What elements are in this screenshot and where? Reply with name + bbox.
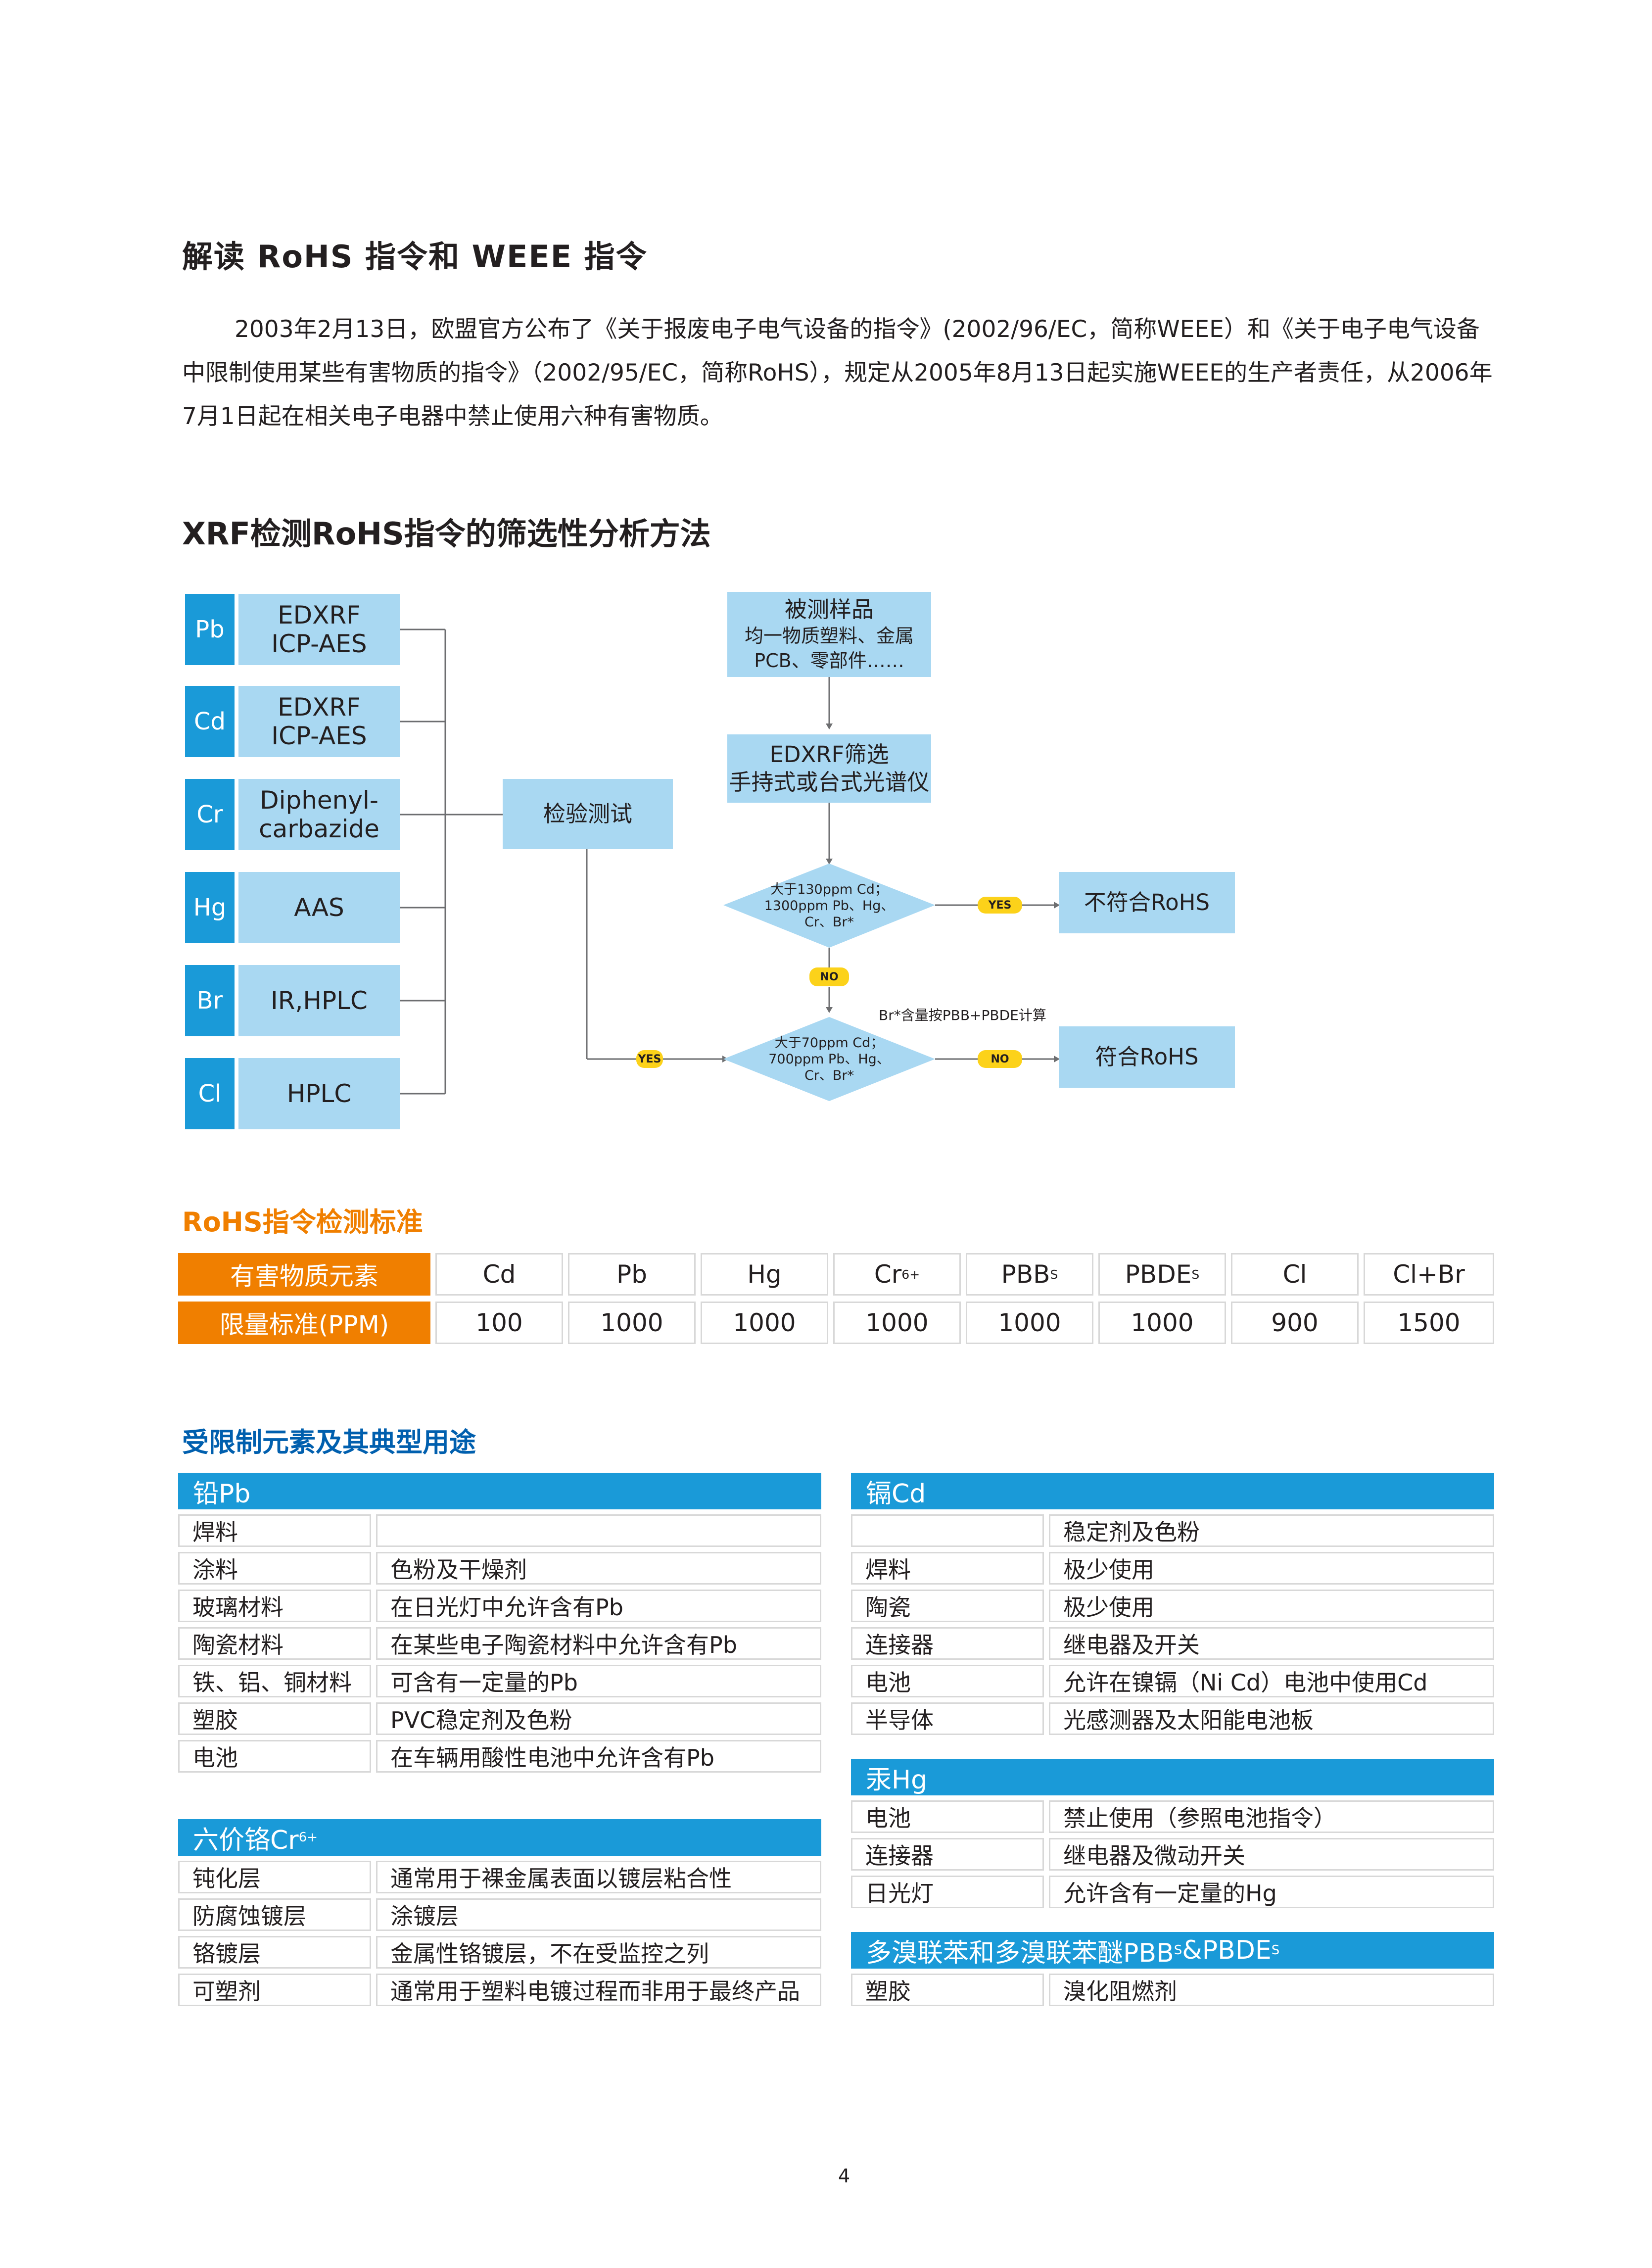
table-row: 塑胶溴化阻燃剂 — [851, 1974, 1494, 2006]
table-row: 玻璃材料在日光灯中允许含有Pb — [178, 1590, 821, 1622]
table-row: 稳定剂及色粉 — [851, 1514, 1494, 1547]
method-box-br: IR,HPLC — [238, 965, 400, 1036]
std-element: Cl+Br — [1364, 1253, 1494, 1296]
table-row: 电池在车辆用酸性电池中允许含有Pb — [178, 1740, 821, 1773]
table-row: 铬镀层金属性铬镀层，不在受监控之列 — [178, 1936, 821, 1969]
std-limit: 1500 — [1364, 1302, 1494, 1344]
std-element: Cl — [1231, 1253, 1359, 1296]
table-row: 电池禁止使用（参照电池指令） — [851, 1800, 1494, 1833]
result-fail-box: 不符合RoHS — [1059, 872, 1235, 933]
element-tag-hg: Hg — [185, 872, 235, 943]
flowchart-connectors — [400, 628, 1060, 1101]
std-limit: 100 — [435, 1302, 563, 1344]
std-limit: 1000 — [701, 1302, 828, 1344]
method-box-cd: EDXRF ICP-AES — [238, 686, 400, 757]
intro-paragraph: 2003年2月13日，欧盟官方公布了《关于报废电子电气设备的指令》(2002/9… — [182, 316, 1493, 430]
table-row: 防腐蚀镀层涂镀层 — [178, 1898, 821, 1931]
no-pill-1: NO — [809, 967, 849, 986]
element-tag-pb: Pb — [185, 594, 235, 665]
std-limit: 900 — [1231, 1302, 1359, 1344]
yes-pill-1: YES — [978, 897, 1022, 914]
std-row1-label: 有害物质元素 — [178, 1253, 430, 1296]
std-limit: 1000 — [568, 1302, 696, 1344]
table-row: 铁、铝、铜材料可含有一定量的Pb — [178, 1665, 821, 1697]
page-title: 解读 RoHS 指令和 WEEE 指令 — [182, 239, 648, 275]
method-box-hg: AAS — [238, 872, 400, 943]
no-pill-2: NO — [978, 1050, 1022, 1068]
element-tag-cd: Cd — [185, 686, 235, 757]
table-row: 焊料 — [178, 1514, 821, 1547]
page-number: 4 — [838, 2165, 850, 2187]
xrf-heading: XRF检测RoHS指令的筛选性分析方法 — [182, 516, 711, 552]
std-element: Pb — [568, 1253, 696, 1296]
result-pass-box: 符合RoHS — [1059, 1026, 1235, 1088]
screening-box: EDXRF筛选 手持式或台式光谱仪 — [727, 734, 931, 803]
decision-diamond-2 — [723, 1017, 935, 1101]
usage-table-cd: 镉Cd 稳定剂及色粉 焊料极少使用 陶瓷极少使用 连接器继电器及开关 电池允许在… — [851, 1473, 1494, 1735]
usage-heading: 受限制元素及其典型用途 — [182, 1427, 476, 1458]
table-row: 钝化层通常用于裸金属表面以镀层粘合性 — [178, 1861, 821, 1893]
decision-diamond-1 — [723, 864, 935, 948]
table-row: 日光灯允许含有一定量的Hg — [851, 1876, 1494, 1908]
test-box: 检验测试 — [503, 779, 673, 849]
table-row: 焊料极少使用 — [851, 1552, 1494, 1585]
table-row: 连接器继电器及开关 — [851, 1627, 1494, 1660]
br-note: Br*含量按PBB+PBDE计算 — [879, 1007, 1046, 1023]
method-box-cl: HPLC — [238, 1058, 400, 1129]
table-row: 涂料色粉及干燥剂 — [178, 1552, 821, 1585]
table-row: 电池允许在镍镉（Ni Cd）电池中使用Cd — [851, 1665, 1494, 1697]
sample-box: 被测样品 均一物质塑料、金属 PCB、零部件…… — [727, 592, 931, 677]
table-row: 连接器继电器及微动开关 — [851, 1838, 1494, 1871]
element-tag-cr: Cr — [185, 779, 235, 850]
decision-1-text: 大于130ppm Cd； 1300ppm Pb、Hg、 Cr、Br* — [764, 881, 895, 930]
table-row: 陶瓷极少使用 — [851, 1590, 1494, 1622]
std-limit: 1000 — [833, 1302, 961, 1344]
std-limit: 1000 — [966, 1302, 1093, 1344]
element-tag-cl: Cl — [185, 1058, 235, 1129]
std-element: Hg — [701, 1253, 828, 1296]
usage-table-hg: 汞Hg 电池禁止使用（参照电池指令） 连接器继电器及微动开关 日光灯允许含有一定… — [851, 1759, 1494, 1908]
table-row: 陶瓷材料在某些电子陶瓷材料中允许含有Pb — [178, 1627, 821, 1660]
std-limit: 1000 — [1098, 1302, 1226, 1344]
table-row: 可塑剂通常用于塑料电镀过程而非用于最终产品 — [178, 1974, 821, 2006]
yes-pill-2: YES — [636, 1050, 663, 1068]
table-row: 半导体光感测器及太阳能电池板 — [851, 1702, 1494, 1735]
method-box-pb: EDXRF ICP-AES — [238, 594, 400, 665]
standards-heading: RoHS指令检测标准 — [182, 1206, 423, 1238]
usage-title-pb: 铅Pb — [178, 1473, 821, 1509]
method-box-cr: Diphenyl- carbazide — [238, 779, 400, 850]
std-element: Cd — [435, 1253, 563, 1296]
usage-title-hg: 汞Hg — [851, 1759, 1494, 1795]
usage-table-pb: 铅Pb 焊料 涂料色粉及干燥剂 玻璃材料在日光灯中允许含有Pb 陶瓷材料在某些电… — [178, 1473, 821, 1773]
decision-2-text: 大于70ppm Cd； 700ppm Pb、Hg、 Cr、Br* — [768, 1035, 890, 1083]
usage-title-cd: 镉Cd — [851, 1473, 1494, 1509]
element-tag-br: Br — [185, 965, 235, 1036]
std-row2-label: 限量标准(PPM) — [178, 1302, 430, 1344]
